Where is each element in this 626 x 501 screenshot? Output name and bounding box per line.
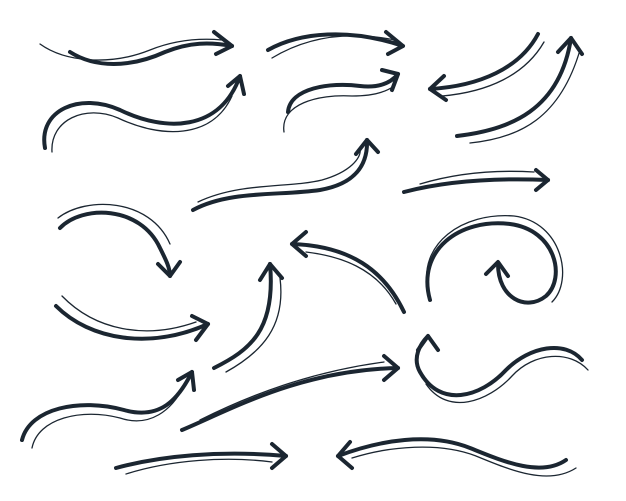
arrow-wave-up-bottom-left xyxy=(20,370,196,449)
arrow-long-curve-up-center xyxy=(191,138,380,212)
arrow-wave-right-top-left xyxy=(39,30,234,66)
arrow-spiral-right xyxy=(425,215,564,305)
arrow-swoop-right-lower-left xyxy=(54,295,210,342)
arrow-curve-up-top-far-right xyxy=(455,36,584,144)
arrow-wave-left-bottom-right xyxy=(336,437,577,477)
arrow-long-right-bottom-center xyxy=(180,354,400,432)
arrow-arc-down-left xyxy=(57,203,182,278)
arrow-curve-left-top-right xyxy=(428,32,545,102)
arrow-hook-up-right xyxy=(414,334,589,403)
arrow-short-right-bottom xyxy=(114,442,288,475)
arrow-straight-right xyxy=(402,168,550,194)
arrow-arc-right-top-center xyxy=(266,30,405,59)
arrow-arc-left-center xyxy=(290,230,406,314)
arrow-swoop-right-center xyxy=(283,68,400,133)
arrow-curve-up-lower-center-left xyxy=(212,262,284,373)
arrow-wave-up-left xyxy=(42,74,246,153)
